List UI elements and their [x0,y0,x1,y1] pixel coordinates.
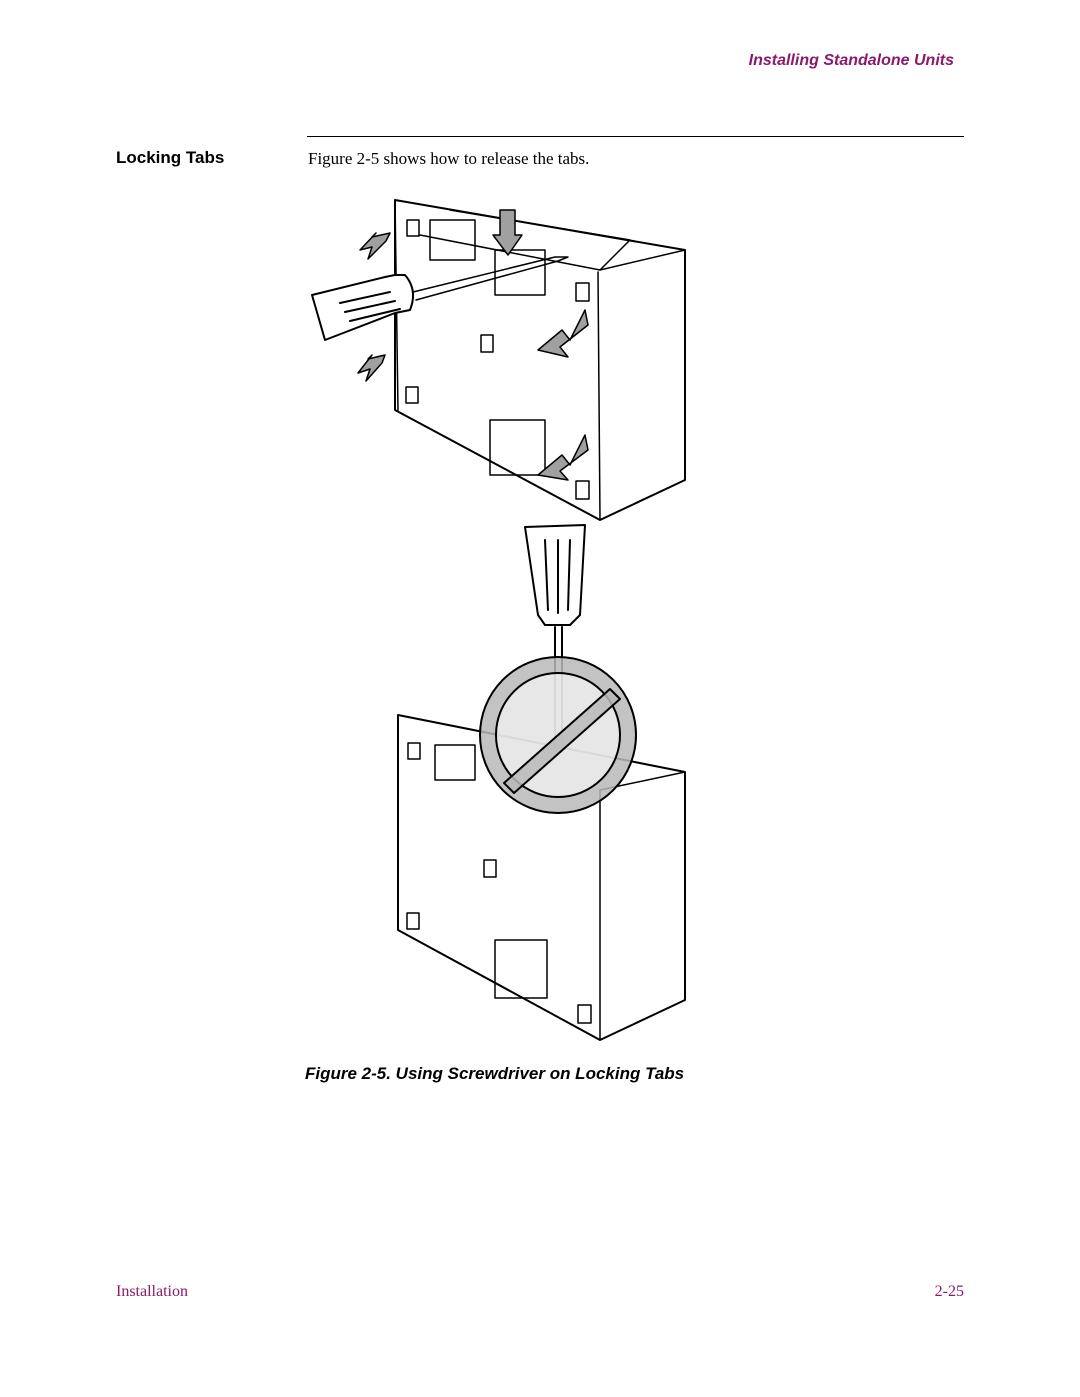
bottom-unit [397,714,686,1041]
section-heading: Locking Tabs [116,148,225,167]
section-rule [307,136,964,137]
page-number: 2-25 [934,1283,964,1300]
running-header: Installing Standalone Units [748,52,954,69]
body-paragraph: Figure 2-5 shows how to release the tabs… [308,149,590,168]
footer-chapter: Installation [116,1283,188,1300]
release-arrows [357,209,589,481]
figure-caption: Figure 2-5. Using Screwdriver on Locking… [305,1064,685,1083]
screwdriver-illustration [311,199,686,1041]
screwdriver-horizontal [311,256,569,341]
prohibit-icon [479,656,637,814]
top-unit [394,199,686,521]
